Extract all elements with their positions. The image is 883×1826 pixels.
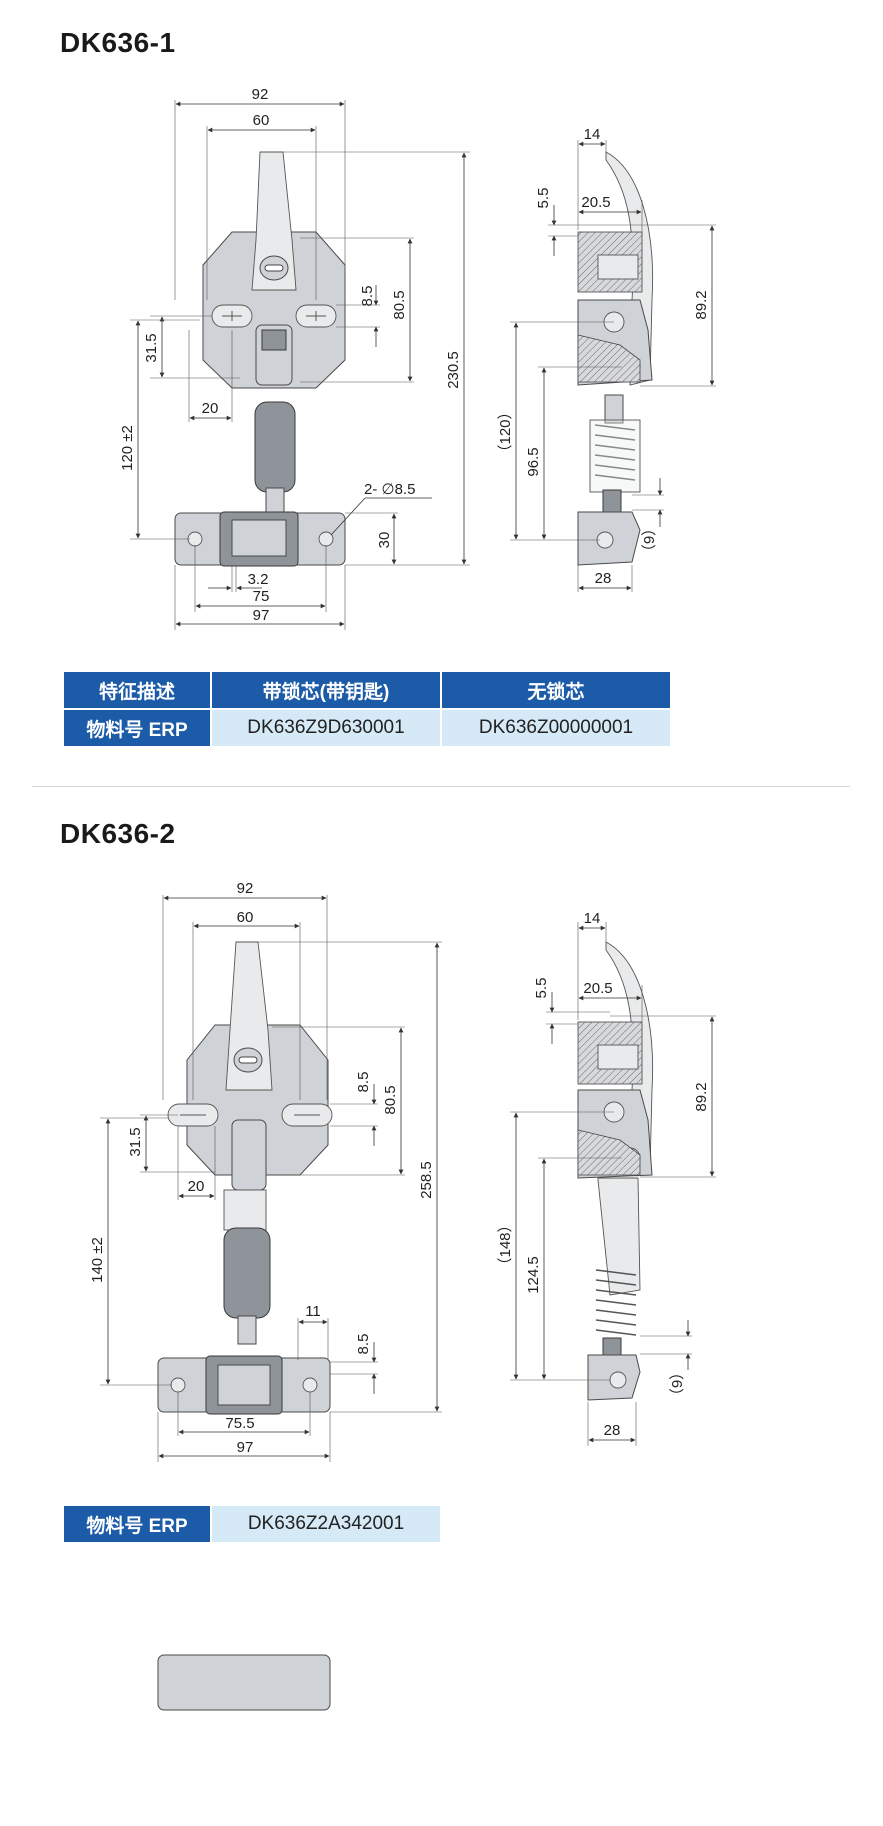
- table-row-label: 物料号 ERP: [62, 708, 212, 748]
- table-cell: DK636Z00000001: [440, 708, 672, 748]
- section-divider: [32, 786, 850, 787]
- dim-80-5: 80.5: [391, 290, 408, 319]
- side-dim-124-5: 124.5: [525, 1256, 542, 1294]
- front-view-latch-body: [174, 151, 346, 567]
- dim-75: 75: [253, 588, 270, 605]
- dim-8-5-b: 8.5: [355, 1334, 372, 1355]
- side-dim-5-5: 5.5: [535, 188, 552, 209]
- table-row: 特征描述 带锁芯(带钥匙) 无锁芯: [62, 670, 672, 710]
- side-dim-14: 14: [584, 126, 601, 143]
- dim-11: 11: [305, 1303, 321, 1320]
- side-dim-28: 28: [604, 1422, 621, 1439]
- table-cell: DK636Z2A342001: [210, 1504, 442, 1544]
- dim-60: 60: [253, 112, 270, 129]
- dim-31-5: 31.5: [143, 333, 160, 362]
- dim-8-5: 8.5: [355, 1072, 372, 1093]
- dim-97: 97: [253, 607, 270, 624]
- section1-spec-table: 特征描述 带锁芯(带钥匙) 无锁芯 物料号 ERP DK636Z9D630001…: [62, 670, 672, 748]
- dim-30: 30: [376, 532, 393, 549]
- side-dim-148: （148）: [497, 1217, 514, 1272]
- section2-title: DK636-2: [60, 818, 176, 849]
- dim-258-5: 258.5: [418, 1161, 435, 1199]
- dim-120: 120 ±2: [119, 425, 136, 471]
- dim-8-5: 8.5: [359, 286, 376, 307]
- side-dim-9: （9）: [669, 1365, 686, 1403]
- dim-3-2: 3.2: [248, 571, 269, 588]
- dim-92: 92: [252, 86, 269, 103]
- table-header-cell: 带锁芯(带钥匙): [210, 670, 442, 710]
- section1-title: DK636-1: [60, 27, 176, 58]
- table-row: 物料号 ERP DK636Z9D630001 DK636Z00000001: [62, 708, 672, 748]
- dim-80-5: 80.5: [382, 1085, 399, 1114]
- dim-20: 20: [202, 400, 219, 417]
- front-view-dimensions: 92 60 8.5 80.5 230.5 31.5 20 120 ±2 2- ∅: [119, 86, 470, 630]
- side-dim-96-5: 96.5: [525, 447, 542, 476]
- side-view-latch-body: [577, 151, 654, 566]
- dim-31-5: 31.5: [127, 1127, 144, 1156]
- side-view-dimensions-2: 14 5.5 20.5 89.2 （148） 124.5 （9） 28: [497, 910, 716, 1446]
- dim-230-5: 230.5: [445, 351, 462, 389]
- section2-spec-table: 物料号 ERP DK636Z2A342001: [62, 1504, 442, 1544]
- side-dim-9: （9）: [641, 521, 658, 559]
- front-view-keeper-2: [157, 1355, 331, 1415]
- dim-97: 97: [237, 1439, 254, 1456]
- dim-140: 140 ±2: [89, 1237, 106, 1283]
- side-dim-5-5: 5.5: [533, 978, 550, 999]
- table-header-cell: 无锁芯: [440, 670, 672, 710]
- side-dim-20-5: 20.5: [581, 194, 610, 211]
- dim-75-5: 75.5: [225, 1415, 254, 1432]
- side-dim-28: 28: [595, 570, 612, 587]
- dim-20: 20: [188, 1178, 205, 1195]
- side-dim-14: 14: [584, 910, 601, 927]
- table-row: 物料号 ERP DK636Z2A342001: [62, 1504, 442, 1544]
- side-dim-20-5: 20.5: [583, 980, 612, 997]
- table-row-label: 物料号 ERP: [62, 1504, 212, 1544]
- side-dim-89-2: 89.2: [693, 290, 710, 319]
- side-view-latch-body-2: [577, 941, 654, 1401]
- section2-drawing: 92 60 8.5 80.5 258.5 31.5 20 140 ±2: [89, 880, 716, 1711]
- dim-holes: 2- ∅8.5: [364, 481, 415, 498]
- dim-60: 60: [237, 909, 254, 926]
- side-view-dimensions: 14 5.5 20.5 89.2 （120） 96.5 （9） 28: [497, 126, 716, 592]
- side-dim-120: （120）: [497, 404, 514, 459]
- front-view-dimensions-2: 92 60 8.5 80.5 258.5 31.5 20 140 ±2: [89, 880, 442, 1462]
- table-cell: DK636Z9D630001: [210, 708, 442, 748]
- front-view-latch-body-2: [157, 941, 333, 1711]
- section1-drawing: 92 60 8.5 80.5 230.5 31.5 20 120 ±2 2- ∅: [119, 86, 716, 630]
- side-dim-89-2: 89.2: [693, 1082, 710, 1111]
- table-header-cell: 特征描述: [62, 670, 212, 710]
- dim-92: 92: [237, 880, 254, 897]
